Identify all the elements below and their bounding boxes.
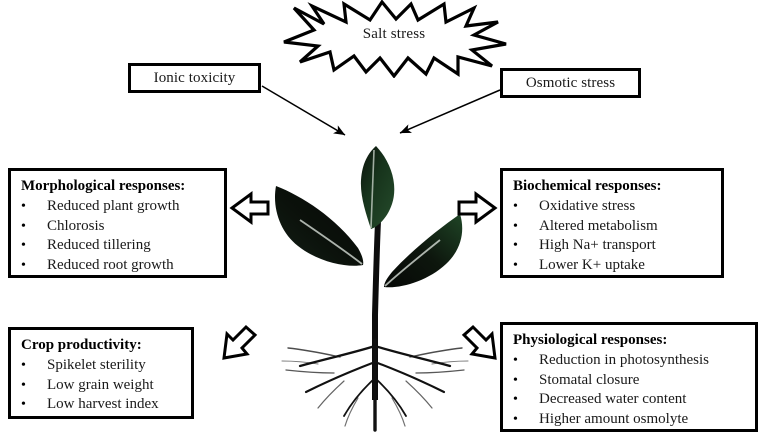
list-item: • Reduced root growth: [21, 256, 216, 276]
plant-leaf-top: [360, 146, 395, 229]
list-item: • Decreased water content: [513, 390, 747, 410]
list-item: • Reduction in photosynthesis: [513, 351, 747, 371]
plant-leaf-right-midrib: [384, 239, 441, 287]
list-item-label: High Na+ transport: [539, 237, 656, 254]
physiological-list: • Reduction in photosynthesis • Stomatal…: [513, 351, 747, 430]
biochemical-heading: Biochemical responses:: [513, 178, 662, 194]
list-item-label: Higher amount osmolyte: [539, 411, 689, 428]
bullet-icon: •: [513, 238, 518, 254]
list-item: • Reduced tillering: [21, 236, 216, 256]
crop-productivity-heading: Crop productivity:: [21, 337, 142, 353]
panel-physiological-responses[interactable]: Physiological responses: • Reduction in …: [500, 322, 758, 432]
physiological-heading: Physiological responses:: [513, 332, 668, 348]
plant-leaf-top-midrib: [370, 149, 375, 229]
list-item: • Reduced plant growth: [21, 197, 216, 217]
list-item-label: Oxidative stress: [539, 197, 636, 214]
bullet-icon: •: [513, 218, 518, 234]
list-item-label: Reduced plant growth: [47, 197, 180, 214]
list-item: • Stomatal closure: [513, 371, 747, 391]
bullet-icon: •: [21, 357, 26, 373]
list-item-label: Reduced root growth: [47, 257, 174, 274]
list-item: • Oxidative stress: [513, 197, 713, 217]
morphological-heading: Morphological responses:: [21, 178, 186, 194]
osmotic-stress-label: Osmotic stress: [525, 74, 616, 91]
bullet-icon: •: [21, 397, 26, 413]
plant-roots: [281, 338, 469, 432]
list-item-label: Stomatal closure: [539, 371, 640, 388]
list-item-label: Chlorosis: [47, 217, 105, 234]
panel-morphological-responses[interactable]: Morphological responses: • Reduced plant…: [8, 168, 227, 278]
list-item-label: Reduction in photosynthesis: [539, 351, 709, 368]
plant-leaf-left: [274, 186, 364, 266]
list-item: • Chlorosis: [21, 217, 216, 237]
list-item-label: Reduced tillering: [47, 237, 151, 254]
bullet-icon: •: [513, 352, 518, 368]
list-item-label: Lower K+ uptake: [539, 257, 645, 274]
list-item-label: Spikelet sterility: [47, 356, 146, 373]
bullet-icon: •: [513, 198, 518, 214]
ionic-toxicity-box[interactable]: Ionic toxicity: [128, 63, 261, 93]
salt-stress-starburst: Salt stress: [278, 0, 510, 79]
bullet-icon: •: [513, 258, 518, 274]
list-item-label: Low harvest index: [47, 396, 159, 413]
block-arrow-right-biochemical: [457, 191, 498, 225]
bullet-icon: •: [21, 258, 26, 274]
list-item-label: Decreased water content: [539, 391, 687, 408]
arrow-osmotic-to-plant: [399, 89, 501, 134]
list-item: • Low grain weight: [21, 376, 183, 396]
bullet-icon: •: [513, 392, 518, 408]
biochemical-list: • Oxidative stress • Altered metabolism …: [513, 197, 713, 276]
list-item: • Higher amount osmolyte: [513, 410, 747, 430]
crop-productivity-list: • Spikelet sterility • Low grain weight …: [21, 356, 183, 415]
bullet-icon: •: [21, 377, 26, 393]
list-item: • Low harvest index: [21, 395, 183, 415]
list-item: • Spikelet sterility: [21, 356, 183, 376]
starburst-label: Salt stress: [362, 26, 426, 42]
block-arrow-down-right-physiological: [461, 324, 497, 360]
bullet-icon: •: [513, 372, 518, 388]
list-item: • Lower K+ uptake: [513, 256, 713, 276]
plant-leaf-left-midrib: [299, 219, 363, 265]
bullet-icon: •: [21, 218, 26, 234]
list-item-label: Low grain weight: [47, 376, 154, 393]
block-arrow-left-morphological: [229, 191, 270, 225]
morphological-list: • Reduced plant growth • Chlorosis • Red…: [21, 197, 216, 276]
panel-crop-productivity[interactable]: Crop productivity: • Spikelet sterility …: [8, 327, 194, 419]
starburst-shape: [283, 0, 507, 79]
arrow-ionic-to-plant: [261, 85, 346, 136]
osmotic-stress-box[interactable]: Osmotic stress: [500, 68, 641, 98]
plant-leaf-right: [384, 214, 463, 288]
panel-biochemical-responses[interactable]: Biochemical responses: • Oxidative stres…: [500, 168, 724, 278]
bullet-icon: •: [21, 198, 26, 214]
list-item: • High Na+ transport: [513, 236, 713, 256]
list-item: • Altered metabolism: [513, 217, 713, 237]
list-item-label: Altered metabolism: [539, 217, 658, 234]
plant-stem: [372, 200, 382, 400]
bullet-icon: •: [21, 238, 26, 254]
ionic-toxicity-label: Ionic toxicity: [153, 69, 236, 86]
bullet-icon: •: [513, 412, 518, 428]
block-arrow-down-left-crop: [222, 324, 258, 360]
